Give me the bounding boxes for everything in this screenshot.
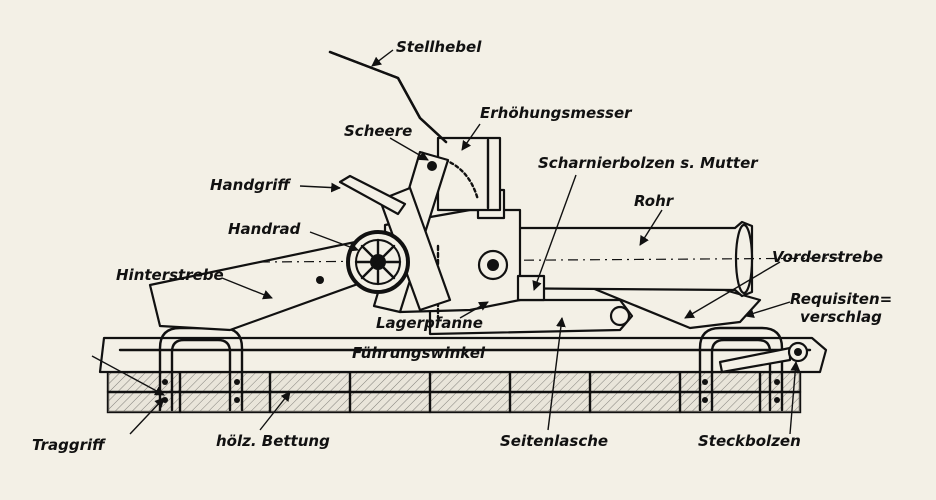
handgrip: [338, 174, 407, 216]
label-stellhebel: Stellhebel: [396, 38, 482, 56]
label-requisiten-2: verschlag: [800, 308, 882, 326]
carrying-handle-right: [698, 326, 784, 412]
label-handgriff: Handgriff: [210, 176, 291, 194]
label-lagerpfanne: Lagerpfanne: [376, 314, 483, 332]
elevation-indicator: [436, 136, 502, 212]
locking-bolt: [718, 341, 809, 374]
label-erhoehungsmesser: Erhöhungsmesser: [480, 104, 633, 122]
label-seitenlasche: Seitenlasche: [500, 432, 608, 450]
handwheel: [346, 230, 410, 294]
labels: Stellhebel Erhöhungsmesser Scheere Schar…: [32, 38, 892, 454]
wooden-bed: [106, 370, 802, 414]
label-traggriff: Traggriff: [32, 436, 106, 454]
adjusting-lever: [328, 50, 448, 144]
label-vorderstrebe: Vorderstrebe: [772, 248, 883, 266]
label-fuehrungswinkel: Führungswinkel: [352, 344, 486, 362]
label-bettung: hölz. Bettung: [216, 432, 330, 450]
label-scheere: Scheere: [344, 122, 412, 140]
label-requisiten-1: Requisiten=: [790, 290, 892, 308]
label-steckbolzen: Steckbolzen: [698, 432, 801, 450]
leader-lines: [91, 49, 801, 435]
label-hinterstrebe: Hinterstrebe: [116, 266, 224, 284]
label-rohr: Rohr: [634, 192, 675, 210]
label-scharnierbolzen: Scharnierbolzen s. Mutter: [538, 154, 759, 172]
label-handrad: Handrad: [228, 220, 301, 238]
